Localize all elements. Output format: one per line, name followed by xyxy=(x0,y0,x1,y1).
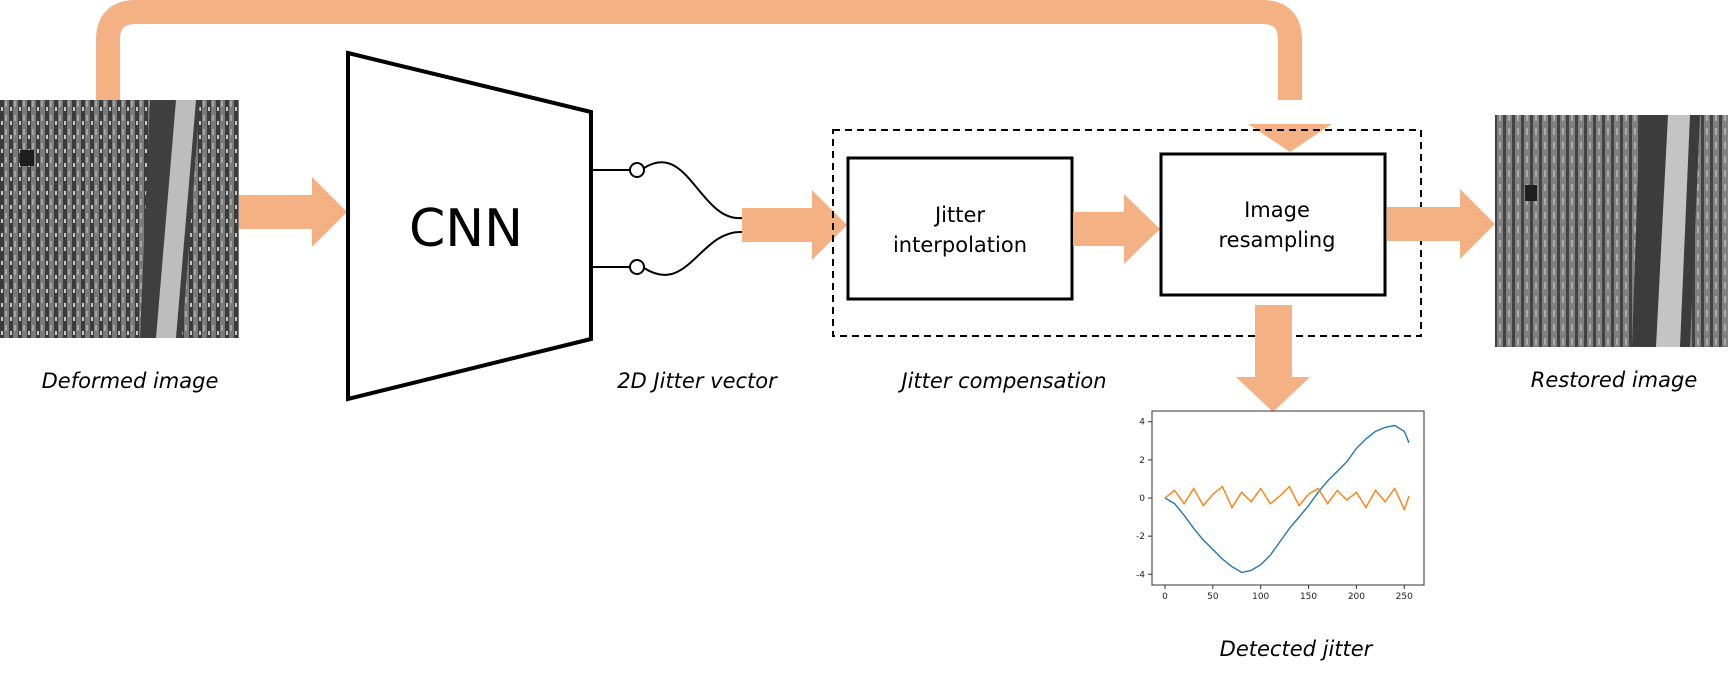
x-tick-label: 100 xyxy=(1252,592,1269,602)
x-tick-label: 0 xyxy=(1162,592,1168,602)
y-tick-label: 4 xyxy=(1139,418,1145,428)
x-tick-label: 200 xyxy=(1348,592,1365,602)
cnn-block xyxy=(346,50,593,402)
arrow-resampling-to-restored xyxy=(1387,189,1495,259)
caption-detected-jitter: Detected jitter xyxy=(1220,637,1374,661)
detected-jitter-plot: 0 50 100 150 200 250 4 2 0 -2 -4 xyxy=(1136,410,1425,602)
plot-frame xyxy=(1151,410,1425,586)
y-tick-label: 2 xyxy=(1139,456,1145,466)
jitter-interpolation-line2: interpolation xyxy=(893,233,1027,257)
caption-jitter-compensation: Jitter compensation xyxy=(897,369,1106,393)
arrow-vector-to-interpolation xyxy=(742,190,847,260)
x-tick-label: 150 xyxy=(1300,592,1317,602)
y-tick-label: 0 xyxy=(1139,494,1145,504)
x-tick-label: 250 xyxy=(1396,592,1413,602)
arrow-interpolation-to-resampling xyxy=(1073,194,1160,264)
plot-series-line-1 xyxy=(1164,424,1410,574)
jitter-interpolation-box xyxy=(846,156,1074,301)
y-tick-label: -4 xyxy=(1136,570,1145,580)
y-tick-label: -2 xyxy=(1136,532,1145,542)
jitter-node-top xyxy=(629,162,645,178)
restored-image xyxy=(1495,115,1728,347)
caption-jitter-vector: 2D Jitter vector xyxy=(617,369,778,393)
image-resampling-box xyxy=(1159,152,1387,297)
plot-series-line-2 xyxy=(1164,485,1410,512)
deformed-image xyxy=(0,100,239,338)
skip-connection-arrowhead xyxy=(1248,124,1332,152)
x-tick-label: 50 xyxy=(1207,592,1219,602)
image-resampling-line1: Image xyxy=(1244,198,1310,222)
caption-restored-image: Restored image xyxy=(1531,368,1698,392)
image-resampling-line2: resampling xyxy=(1219,228,1336,252)
skip-connection-arrow xyxy=(96,0,1302,100)
arrow-resampling-to-plot xyxy=(1236,305,1310,412)
jitter-vector-wires xyxy=(591,161,743,276)
caption-deformed-image: Deformed image xyxy=(42,369,219,393)
cnn-label: CNN xyxy=(409,199,523,259)
jitter-node-bottom xyxy=(629,259,645,275)
jitter-interpolation-line1: Jitter xyxy=(933,203,985,227)
arrow-image-to-cnn xyxy=(239,177,347,247)
